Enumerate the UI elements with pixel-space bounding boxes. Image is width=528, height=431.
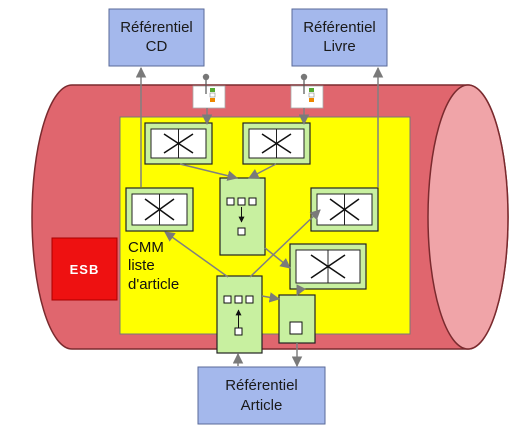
arrow-t2-to-router1 (248, 163, 277, 179)
referentiel-article-box: Référentiel Article (197, 366, 326, 425)
arrow-router2-to-endpoint (261, 292, 281, 303)
referentiel-livre-line2: Livre (323, 38, 356, 55)
endpoint-component (278, 294, 316, 344)
connector-plug-cd (192, 73, 226, 109)
arrow-router1-to-t5 (264, 247, 291, 269)
referentiel-article-line1: Référentiel (225, 377, 298, 394)
arrow-router2-to-t3 (164, 231, 229, 278)
referentiel-livre-box: Référentiel Livre (291, 8, 388, 67)
arrow-router2-to-t4 (249, 209, 321, 278)
cmm-label-line1: CMM (128, 239, 164, 256)
cmm-label-line3: d'article (128, 276, 179, 293)
transformer-component-2 (242, 122, 311, 165)
esb-box: ESB (51, 237, 118, 301)
arrow-t1-to-router1 (179, 163, 239, 181)
esb-label: ESB (70, 262, 100, 277)
transformer-component-5 (289, 243, 367, 290)
router-component-1 (219, 177, 266, 256)
cmm-label: CMM liste d'article (128, 239, 179, 293)
arrow-t5-to-endpoint (296, 284, 306, 296)
transformer-component-1 (144, 122, 213, 165)
transformer-component-4 (310, 187, 379, 232)
bus-end-cap (427, 84, 509, 350)
transformer-component-3 (125, 187, 194, 232)
flow-arrows (135, 66, 384, 368)
referentiel-cd-box: Référentiel CD (108, 8, 205, 67)
referentiel-cd-line1: Référentiel (120, 19, 193, 36)
referentiel-article-line2: Article (241, 397, 283, 414)
cmm-label-line2: liste (128, 257, 155, 274)
router-component-2 (216, 275, 263, 354)
referentiel-cd-line2: CD (146, 38, 168, 55)
connector-plug-livre (290, 73, 324, 109)
referentiel-livre-line1: Référentiel (303, 19, 376, 36)
